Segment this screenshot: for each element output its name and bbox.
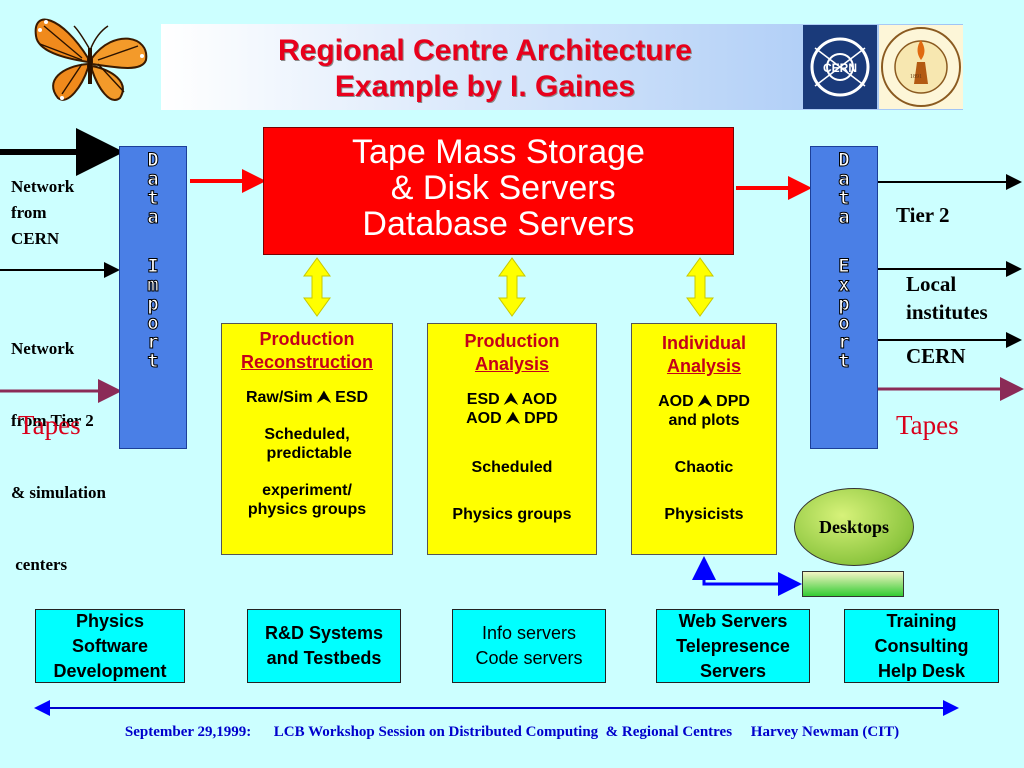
flow-aod-dpd: AOD ⮝ DPD bbox=[466, 410, 558, 427]
desktops-bar bbox=[802, 571, 904, 597]
footer-text: September 29,1999: LCB Workshop Session … bbox=[124, 724, 900, 740]
physics-software-box: Physics Software Development bbox=[35, 609, 185, 683]
flow-aod-dpd-plots: AOD ⮝ DPD bbox=[658, 393, 750, 410]
svg-text:CERN: CERN bbox=[823, 61, 857, 75]
training-box: Training Consulting Help Desk bbox=[844, 609, 999, 683]
title-line-2: Example by I. Gaines bbox=[334, 70, 636, 103]
arrow-icon: ⮝ bbox=[317, 389, 331, 406]
cern-logo: CERN bbox=[803, 25, 877, 109]
data-import-bar: D a t a I m p o r t bbox=[119, 146, 187, 449]
arrow-icon: ⮝ bbox=[504, 391, 518, 408]
flow-esd-aod: ESD ⮝ AOD bbox=[466, 391, 558, 408]
individual-analysis-box: Individual Analysis AOD ⮝ DPD and plots … bbox=[631, 323, 777, 555]
local-institutes-label: Local institutes bbox=[906, 272, 988, 324]
info-servers-box: Info servers Code servers bbox=[452, 609, 606, 683]
butterfly-icon bbox=[22, 6, 156, 116]
tier2-label: Tier 2 bbox=[896, 203, 950, 227]
tapes-import-label: Tapes bbox=[18, 410, 81, 440]
network-from-tier2-label: Network from Tier 2 & simulation centers bbox=[11, 339, 106, 574]
tape-mass-storage-box: Tape Mass Storage & Disk Servers Databas… bbox=[263, 127, 734, 255]
tapes-export-label: Tapes bbox=[896, 410, 959, 440]
production-analysis-box: Production Analysis ESD ⮝ AOD AOD ⮝ DPD … bbox=[427, 323, 597, 555]
title-line-1: Regional Centre Architecture bbox=[278, 34, 692, 67]
network-from-cern-label: Network from CERN bbox=[11, 177, 75, 248]
svg-text:1891: 1891 bbox=[910, 74, 922, 80]
production-reconstruction-box: Production Reconstruction Raw/Sim ⮝ ESD … bbox=[221, 323, 393, 555]
data-export-bar: D a t a E x p o r t bbox=[810, 146, 878, 449]
arrow-icon: ⮝ bbox=[698, 393, 712, 410]
caltech-seal: 1891 bbox=[879, 25, 963, 109]
page-title: Regional Centre Architecture Example by … bbox=[170, 33, 800, 105]
cern-label: CERN bbox=[906, 344, 966, 368]
arrow-icon: ⮝ bbox=[506, 410, 520, 427]
flow-raw-esd: Raw/Sim ⮝ ESD bbox=[245, 389, 369, 406]
desktops-node: Desktops bbox=[794, 488, 914, 566]
rd-systems-box: R&D Systems and Testbeds bbox=[247, 609, 401, 683]
web-servers-box: Web Servers Telepresence Servers bbox=[656, 609, 810, 683]
